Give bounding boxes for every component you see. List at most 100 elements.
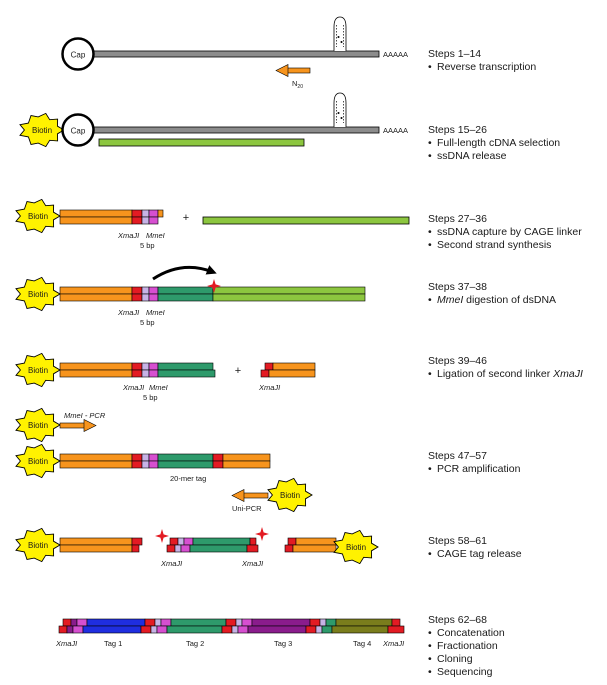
biotin-star-icon: [19, 112, 65, 148]
steps-62-68: Steps 62–68 Concatenation Fractionation …: [428, 614, 603, 679]
steps-15-26: Steps 15–26 Full-length cDNA selection s…: [428, 124, 603, 163]
right-linker-fragment: [284, 537, 337, 553]
step-bullets: Concatenation Fractionation Cloning Sequ…: [428, 627, 603, 679]
step-bullet: ssDNA release: [428, 150, 603, 163]
step-bullet: Fractionation: [428, 640, 603, 653]
biotin-badge: Biotin: [15, 527, 61, 563]
biotin-star-icon: [15, 443, 61, 479]
step-bullets: ssDNA capture by CAGE linker Second stra…: [428, 226, 603, 252]
xmaji-label: XmaJI: [117, 231, 139, 240]
step-bullet: Full-length cDNA selection: [428, 137, 603, 150]
row-ssdna-capture: Biotin XmaJI MmeI 5 bp +: [15, 198, 410, 250]
cap-label: Cap: [71, 127, 86, 136]
cap-circle: [61, 113, 95, 147]
xmaji-label: XmaJI: [117, 308, 139, 317]
step-title: Steps 27–36: [428, 213, 487, 225]
biotin-star-icon: [15, 352, 61, 388]
cut-site-icon: [207, 279, 221, 293]
svg-text:Biotin: Biotin: [28, 290, 48, 299]
step-bullet-mmei-digestion: MmeI digestion of dsDNA: [428, 294, 603, 307]
mmei-label: MmeI: [146, 231, 165, 240]
svg-text:Biotin: Biotin: [28, 212, 48, 221]
step-title: Steps 58–61: [428, 535, 487, 547]
step-title: Steps 37–38: [428, 281, 487, 293]
cdna-strand: [98, 138, 305, 147]
plus-sign: +: [183, 212, 189, 224]
step-bullets: MmeI digestion of dsDNA: [428, 294, 603, 307]
row-second-linker-ligation: Biotin XmaJI MmeI 5 bp + XmaJI: [15, 352, 316, 402]
step-bullet: PCR amplification: [428, 463, 603, 476]
step-bullet: Sequencing: [428, 666, 603, 679]
row-mmei-digestion: Biotin XmaJI MmeI 5 bp: [15, 265, 366, 327]
stem-loop-icon: [333, 92, 347, 127]
biotin-star-icon: [15, 407, 61, 443]
step-bullets: CAGE tag release: [428, 548, 603, 561]
steps-58-61: Steps 58–61 CAGE tag release: [428, 535, 603, 561]
dsdna-construct: [59, 286, 366, 302]
biotin-badge: Biotin: [15, 198, 61, 234]
row-cage-tag-release: Biotin XmaJI XmaJI: [15, 527, 379, 568]
primer-n20-arrow: [275, 64, 311, 77]
step-bullets: Full-length cDNA selection ssDNA release: [428, 137, 603, 163]
cut-site-icon: [155, 529, 169, 543]
mmei-pcr-primer-arrow: [59, 419, 97, 432]
svg-text:Biotin: Biotin: [28, 541, 48, 550]
biotin-badge: Biotin: [333, 529, 379, 565]
xmaji-label: XmaJI: [241, 559, 263, 568]
bp5-label: 5 bp: [140, 318, 155, 327]
left-linker-fragment: [59, 537, 143, 553]
uni-pcr-label: Uni-PCR: [232, 504, 262, 513]
tag2-label: Tag 2: [186, 639, 204, 648]
step-bullets: Reverse transcription: [428, 61, 603, 74]
step-title: Steps 1–14: [428, 48, 482, 60]
biotin-badge: Biotin: [19, 112, 65, 148]
row-reverse-transcription: Cap AAAAA N20: [61, 16, 408, 90]
xmaji-label: XmaJI: [55, 639, 77, 648]
tag3-label: Tag 3: [274, 639, 292, 648]
xmaji-label: XmaJI: [160, 559, 182, 568]
polya-tail: AAAAA: [383, 126, 408, 135]
cut-site-icon: [255, 527, 269, 541]
steps-1-14: Steps 1–14 Reverse transcription: [428, 48, 603, 74]
step-bullets: PCR amplification: [428, 463, 603, 476]
second-linker: [260, 362, 316, 378]
xmaji-label: XmaJI: [122, 383, 144, 392]
mmei-label: MmeI: [146, 308, 165, 317]
polya-tail: AAAAA: [383, 50, 408, 59]
svg-text:Biotin: Biotin: [280, 491, 300, 500]
uni-pcr-primer-arrow: [231, 489, 269, 502]
step-bullet: Concatenation: [428, 627, 603, 640]
biotin-star-icon: [15, 198, 61, 234]
biotin-badge: Biotin: [15, 443, 61, 479]
svg-text:Biotin: Biotin: [346, 543, 366, 552]
biotin-badge: Biotin: [267, 477, 313, 513]
step-bullets: Ligation of second linker XmaJI: [428, 368, 603, 381]
bp5-label: 5 bp: [140, 241, 155, 250]
biotin-star-icon: [333, 529, 379, 565]
biotin-badge: Biotin: [15, 352, 61, 388]
biotin-badge: Biotin: [15, 276, 61, 312]
step-bullet: Reverse transcription: [428, 61, 603, 74]
xmaji-label: XmaJI: [382, 639, 404, 648]
row-pcr-amplification: Biotin MmeI - PCR Biotin 20-mer: [15, 407, 313, 513]
mrna-strand: [91, 126, 380, 134]
svg-text:Biotin: Biotin: [28, 366, 48, 375]
mrna-strand: [91, 50, 380, 58]
concatemer: [58, 618, 405, 634]
digested-construct: [59, 362, 216, 378]
steps-27-36: Steps 27–36 ssDNA capture by CAGE linker…: [428, 213, 603, 252]
step-bullet: Cloning: [428, 653, 603, 666]
mer-tag-label: 20-mer tag: [170, 474, 206, 483]
digestion-arrow: [152, 265, 217, 281]
row-concatenation: XmaJI Tag 1 Tag 2 Tag 3 Tag 4 XmaJI: [55, 618, 405, 648]
step-title: Steps 15–26: [428, 124, 487, 136]
row-full-length-selection: Biotin Cap AAAAA: [19, 92, 408, 148]
step-bullet: Second strand synthesis: [428, 239, 603, 252]
tag4-label: Tag 4: [353, 639, 371, 648]
step-bullet-ligation: Ligation of second linker XmaJI: [428, 368, 603, 381]
xmaji-label: XmaJI: [258, 383, 280, 392]
biotin-badge: Biotin: [15, 407, 61, 443]
ssdna-strand: [202, 216, 410, 225]
steps-39-46: Steps 39–46 Ligation of second linker Xm…: [428, 355, 603, 381]
